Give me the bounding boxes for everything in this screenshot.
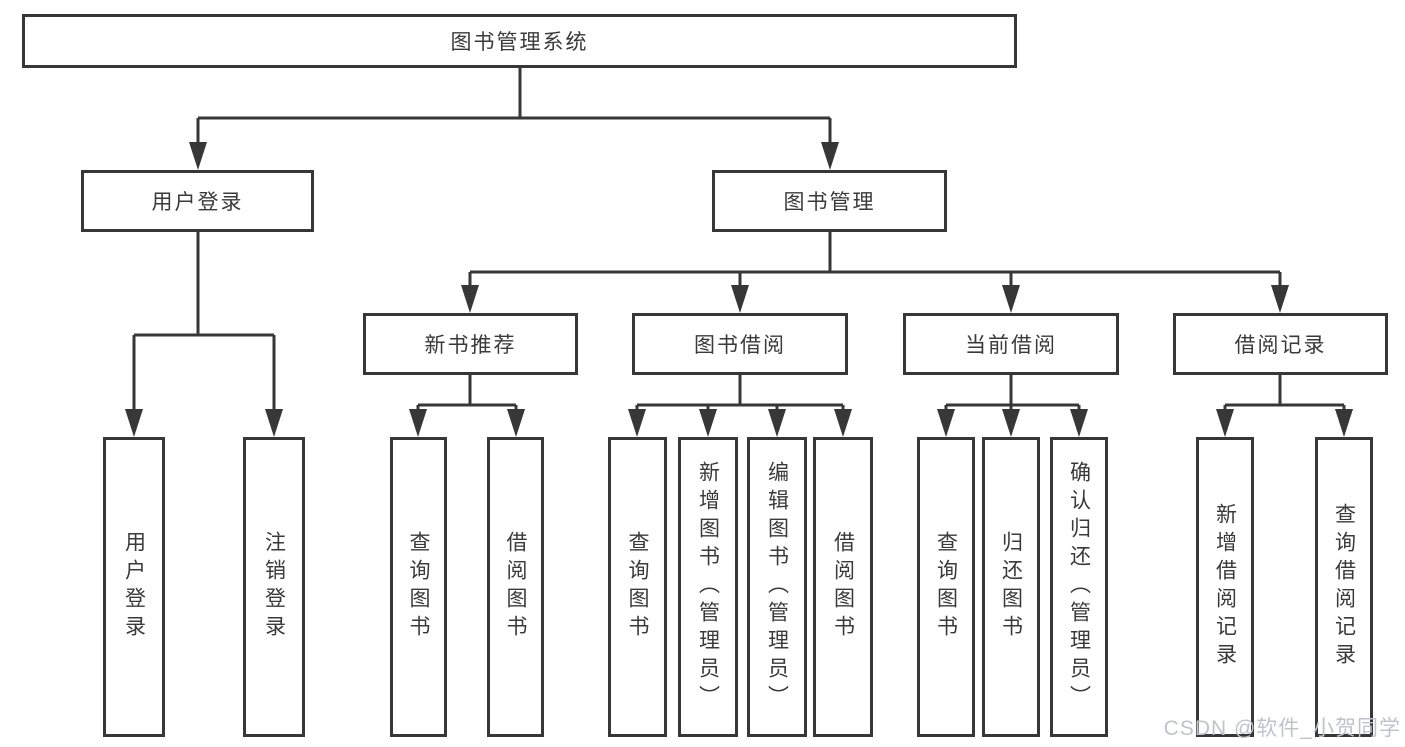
leaf-label: 借阅图书 — [831, 531, 855, 643]
leaf-label: 用户登录 — [122, 531, 146, 643]
arrow-icon — [189, 142, 207, 170]
connector-user-login-to-leaves — [132, 232, 276, 413]
leaf-label: 确认归还（管理员） — [1067, 461, 1091, 713]
arrow-icon — [768, 409, 786, 437]
arrow-icon — [1002, 285, 1020, 313]
arrow-icon — [265, 409, 283, 437]
leaf-borrow-books-newbook: 借阅图书 — [487, 437, 544, 737]
connector-current-borrow-to-leaves — [944, 375, 1081, 413]
arrow-icon — [1335, 409, 1353, 437]
arrow-icon — [628, 409, 646, 437]
leaf-user-login: 用户登录 — [103, 437, 165, 737]
leaf-label: 查询借阅记录 — [1332, 503, 1356, 671]
leaf-label: 新增借阅记录 — [1213, 503, 1237, 671]
arrowheads — [125, 142, 1353, 437]
arrow-icon — [699, 409, 717, 437]
leaf-label: 借阅图书 — [504, 531, 527, 643]
node-borrowing-records: 借阅记录 — [1173, 313, 1388, 375]
node-book-borrowing: 图书借阅 — [632, 313, 848, 375]
leaf-edit-books-admin: 编辑图书（管理员） — [747, 437, 807, 737]
leaf-add-books-admin: 新增图书（管理员） — [678, 437, 738, 737]
leaf-label: 归还图书 — [999, 531, 1023, 643]
connector-book-mgmt-to-level3 — [468, 232, 1282, 289]
arrow-icon — [1002, 409, 1020, 437]
node-user-login: 用户登录 — [81, 170, 314, 232]
leaf-label: 编辑图书（管理员） — [765, 461, 789, 713]
leaf-query-books-current: 查询图书 — [917, 437, 975, 737]
node-new-book-recommend: 新书推荐 — [363, 313, 578, 375]
connector-root-to-level2 — [196, 68, 832, 146]
leaf-label: 查询图书 — [407, 531, 430, 643]
connector-borrow-records-to-leaves — [1223, 375, 1346, 413]
leaf-label: 查询图书 — [626, 531, 649, 643]
node-current-borrowing: 当前借阅 — [903, 313, 1119, 375]
leaf-borrow-books: 借阅图书 — [813, 437, 873, 737]
leaf-logout: 注销登录 — [243, 437, 305, 737]
leaf-label: 新增图书（管理员） — [696, 461, 720, 713]
csdn-watermark: CSDN @软件_小贺同学 — [1163, 717, 1401, 740]
arrow-icon — [731, 285, 749, 313]
leaf-label: 注销登录 — [262, 531, 286, 643]
arrow-icon — [409, 409, 427, 437]
arrow-icon — [1070, 409, 1088, 437]
node-book-management: 图书管理 — [712, 170, 947, 232]
arrow-icon — [125, 409, 143, 437]
leaf-query-borrow-record: 查询借阅记录 — [1315, 437, 1373, 737]
leaf-return-books: 归还图书 — [982, 437, 1040, 737]
node-library-management-system: 图书管理系统 — [22, 14, 1017, 68]
leaf-confirm-return-admin: 确认归还（管理员） — [1050, 437, 1108, 737]
connector-book-borrow-to-leaves — [635, 375, 845, 413]
leaf-label: 查询图书 — [934, 531, 958, 643]
arrow-icon — [461, 285, 479, 313]
leaf-query-books-newbook: 查询图书 — [390, 437, 447, 737]
arrow-icon — [834, 409, 852, 437]
arrow-icon — [1216, 409, 1234, 437]
arrow-icon — [1271, 285, 1289, 313]
leaf-query-books-borrow: 查询图书 — [608, 437, 667, 737]
arrow-icon — [507, 409, 525, 437]
connector-new-book-to-leaves — [416, 375, 518, 413]
arrow-icon — [821, 142, 839, 170]
leaf-add-borrow-record: 新增借阅记录 — [1196, 437, 1254, 737]
arrow-icon — [937, 409, 955, 437]
